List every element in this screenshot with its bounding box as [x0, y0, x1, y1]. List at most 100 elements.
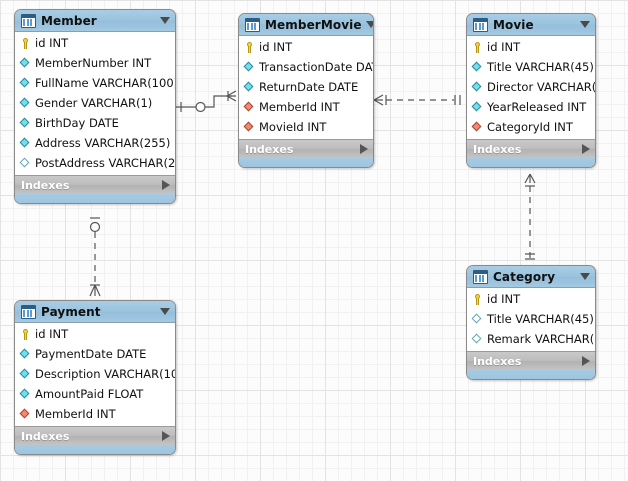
table-icon [473, 17, 488, 32]
indexes-section-header[interactable]: Indexes [15, 175, 175, 194]
column-label: id INT [35, 327, 69, 341]
table-title-bar[interactable]: Payment [15, 301, 175, 323]
key-icon [19, 37, 32, 50]
diamond-fk-icon [243, 101, 256, 114]
chevron-down-icon[interactable] [580, 273, 590, 280]
indexes-section-header[interactable]: Indexes [239, 139, 373, 158]
column-label: MemberId INT [259, 100, 340, 114]
diamond-fk-icon [471, 121, 484, 134]
column-row[interactable]: MemberId INT [239, 97, 373, 117]
diamond-icon [19, 117, 32, 130]
indexes-label: Indexes [21, 178, 70, 192]
chevron-down-icon[interactable] [160, 17, 170, 24]
column-label: TransactionDate DATE [259, 60, 374, 74]
table-title-bar[interactable]: MemberMovie [239, 14, 373, 36]
column-row[interactable]: Title VARCHAR(45) [467, 309, 595, 329]
column-row[interactable]: Title VARCHAR(45) [467, 57, 595, 77]
column-label: MemberNumber INT [35, 56, 152, 70]
column-row[interactable]: MemberId INT [15, 404, 175, 424]
column-label: BirthDay DATE [35, 116, 119, 130]
chevron-right-icon[interactable] [162, 431, 170, 441]
key-icon [471, 41, 484, 54]
column-row[interactable]: id INT [239, 37, 373, 57]
diamond-nullable-icon [471, 313, 484, 326]
column-row[interactable]: BirthDay DATE [15, 113, 175, 133]
diamond-icon [471, 81, 484, 94]
diamond-nullable-icon [19, 157, 32, 170]
indexes-section-header[interactable]: Indexes [467, 351, 595, 370]
diamond-icon [471, 61, 484, 74]
column-row[interactable]: YearReleased INT [467, 97, 595, 117]
table-title-bar[interactable]: Member [15, 10, 175, 32]
table-footer [467, 370, 595, 379]
column-label: Gender VARCHAR(1) [35, 96, 153, 110]
relationship-member-payment [89, 217, 101, 297]
indexes-label: Indexes [473, 354, 522, 368]
table-icon [21, 304, 36, 319]
key-icon [19, 328, 32, 341]
column-label: PostAddress VARCHAR(255) [35, 156, 176, 170]
diamond-icon [19, 97, 32, 110]
chevron-right-icon[interactable] [582, 144, 590, 154]
table-footer [239, 158, 373, 167]
diamond-icon [471, 101, 484, 114]
column-row[interactable]: id INT [15, 324, 175, 344]
column-row[interactable]: FullName VARCHAR(100) [15, 73, 175, 93]
chevron-down-icon[interactable] [160, 308, 170, 315]
chevron-right-icon[interactable] [162, 180, 170, 190]
table-title-bar[interactable]: Category [467, 266, 595, 288]
column-label: Title VARCHAR(45) [487, 312, 594, 326]
column-row[interactable]: AmountPaid FLOAT [15, 384, 175, 404]
column-label: CategoryId INT [487, 120, 573, 134]
column-row[interactable]: TransactionDate DATE [239, 57, 373, 77]
table-member[interactable]: Member id INT MemberNumber INT FullName VAR… [14, 9, 176, 204]
table-name-label: Payment [41, 304, 101, 319]
column-row[interactable]: CategoryId INT [467, 117, 595, 137]
column-row[interactable]: id INT [15, 33, 175, 53]
key-icon [471, 293, 484, 306]
diamond-icon [19, 388, 32, 401]
diamond-icon [19, 348, 32, 361]
column-row[interactable]: Remark VARCHAR(500) [467, 329, 595, 349]
indexes-section-header[interactable]: Indexes [467, 139, 595, 158]
chevron-down-icon[interactable] [365, 21, 373, 28]
column-list: id INT MemberNumber INT FullName VARCHAR(1… [15, 32, 175, 175]
column-row[interactable]: PaymentDate DATE [15, 344, 175, 364]
column-label: id INT [35, 36, 69, 50]
column-row[interactable]: id INT [467, 289, 595, 309]
table-footer [467, 158, 595, 167]
table-icon [245, 17, 260, 32]
key-icon [243, 41, 256, 54]
chevron-down-icon[interactable] [580, 21, 590, 28]
column-label: id INT [259, 40, 293, 54]
indexes-section-header[interactable]: Indexes [15, 426, 175, 445]
column-row[interactable]: MovieId INT [239, 117, 373, 137]
column-row[interactable]: MemberNumber INT [15, 53, 175, 73]
diamond-nullable-icon [471, 333, 484, 346]
column-row[interactable]: Director VARCHAR(45) [467, 77, 595, 97]
column-row[interactable]: PostAddress VARCHAR(255) [15, 153, 175, 173]
table-icon [473, 269, 488, 284]
table-footer [15, 445, 175, 454]
table-name-label: MemberMovie [265, 17, 362, 32]
table-movie[interactable]: Movie id INT Title VARCHAR(45)Director VAR… [466, 13, 596, 168]
column-row[interactable]: Description VARCHAR(100) [15, 364, 175, 384]
column-row[interactable]: Address VARCHAR(255) [15, 133, 175, 153]
column-label: Remark VARCHAR(500) [487, 332, 595, 346]
table-title-bar[interactable]: Movie [467, 14, 595, 36]
chevron-right-icon[interactable] [582, 356, 590, 366]
column-row[interactable]: Gender VARCHAR(1) [15, 93, 175, 113]
column-row[interactable]: id INT [467, 37, 595, 57]
diamond-icon [243, 61, 256, 74]
table-membermovie[interactable]: MemberMovie id INT TransactionDate DATE Ret… [238, 13, 374, 168]
column-label: MovieId INT [259, 120, 327, 134]
column-label: id INT [487, 40, 521, 54]
diamond-icon [19, 368, 32, 381]
column-row[interactable]: ReturnDate DATE [239, 77, 373, 97]
chevron-right-icon[interactable] [360, 144, 368, 154]
diamond-icon [19, 137, 32, 150]
